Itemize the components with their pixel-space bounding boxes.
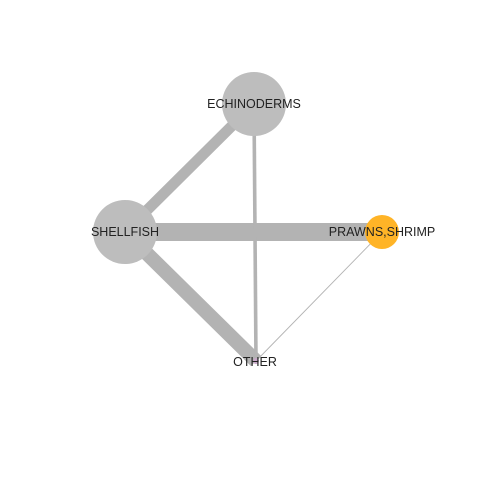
edge-prawns-other xyxy=(255,231,383,362)
nodes-layer xyxy=(93,72,399,364)
node-label-prawns: PRAWNS,SHRIMP xyxy=(329,225,436,239)
node-echinoderms[interactable] xyxy=(222,72,286,136)
node-label-shellfish: SHELLFISH xyxy=(91,225,159,239)
node-shellfish[interactable] xyxy=(93,200,157,264)
node-prawns[interactable] xyxy=(365,215,399,249)
labels-layer: ECHINODERMS SHELLFISH PRAWNS,SHRIMP OTHER xyxy=(91,97,435,369)
node-label-echinoderms: ECHINODERMS xyxy=(207,97,301,111)
node-other[interactable] xyxy=(253,358,259,364)
edge-echinoderms-other xyxy=(252,103,258,362)
node-label-other: OTHER xyxy=(233,355,277,369)
